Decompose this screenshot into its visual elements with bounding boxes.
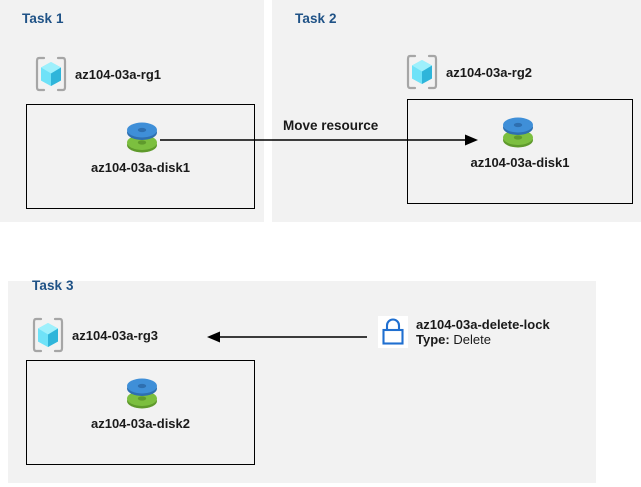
task3-resource-label: az104-03a-disk2: [90, 416, 190, 431]
delete-lock-type: Type: Delete: [416, 332, 491, 347]
task1-title: Task 1: [22, 11, 64, 26]
task3-resource-group: az104-03a-rg3: [31, 316, 158, 354]
delete-lock-type-label: Type:: [416, 332, 450, 347]
task1-resource-label: az104-03a-disk1: [90, 160, 190, 175]
task1-resource-box: [26, 104, 255, 209]
move-resource-label: Move resource: [283, 118, 379, 133]
task2-title: Task 2: [295, 11, 337, 26]
delete-lock-type-value: Delete: [453, 332, 491, 347]
task1-resource-group: az104-03a-rg1: [34, 55, 161, 93]
arrow-left-icon: [207, 331, 367, 343]
resource-group-icon: [31, 316, 65, 354]
arrow-right-icon: [160, 134, 478, 146]
disk-icon: [498, 110, 538, 152]
task3-title: Task 3: [32, 278, 74, 293]
task3-panel: [8, 281, 596, 483]
delete-lock-text: az104-03a-delete-lock Type: Delete: [416, 316, 550, 347]
task2-resource-box: [407, 99, 633, 204]
task2-resource-group-label: az104-03a-rg2: [446, 64, 532, 80]
resource-group-icon: [34, 55, 68, 93]
task2-resource-label: az104-03a-disk1: [470, 155, 570, 170]
disk-icon: [122, 371, 162, 413]
disk-icon: [122, 115, 162, 157]
delete-lock-name: az104-03a-delete-lock: [416, 317, 550, 332]
resource-group-icon: [405, 53, 439, 91]
padlock-icon: [378, 316, 408, 348]
task3-resource-group-label: az104-03a-rg3: [72, 327, 158, 343]
task1-panel: [0, 0, 264, 222]
delete-lock: az104-03a-delete-lock Type: Delete: [378, 316, 550, 348]
task1-resource-group-label: az104-03a-rg1: [75, 66, 161, 82]
task3-resource-box: [26, 360, 255, 465]
task2-resource-group: az104-03a-rg2: [405, 53, 532, 91]
task2-panel: [272, 0, 641, 222]
